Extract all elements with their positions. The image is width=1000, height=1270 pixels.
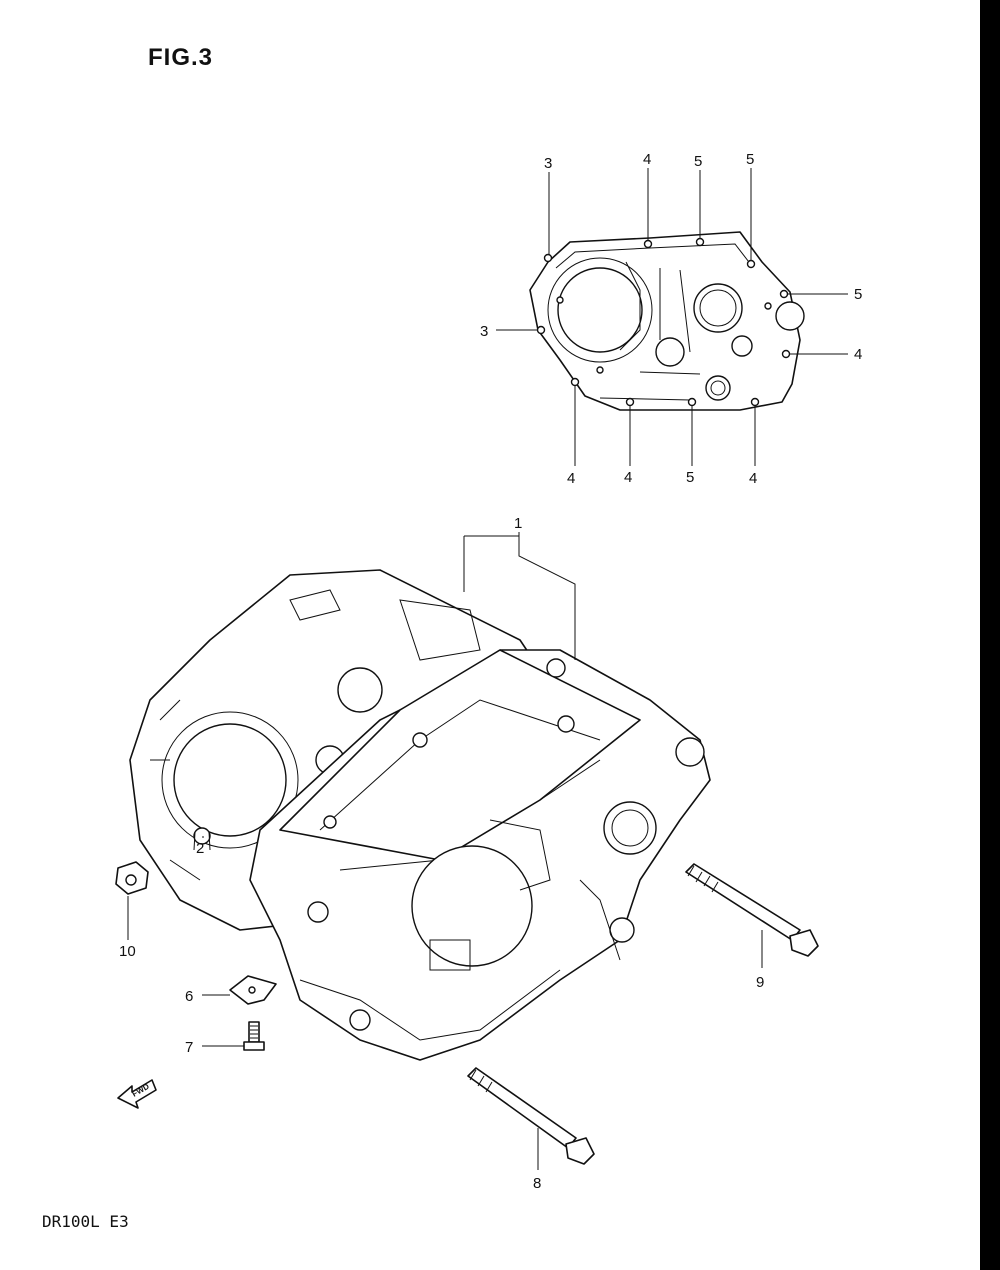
- callout-5: 5: [746, 151, 754, 168]
- scan-edge: [980, 0, 1000, 1270]
- model-code: DR100L E3: [42, 1212, 129, 1231]
- callout-1: 1: [514, 515, 522, 532]
- forward-arrow-icon: FWD: [117, 1079, 157, 1109]
- part-1-leader: [463, 532, 576, 660]
- callout-6: 6: [185, 988, 193, 1005]
- exploded-view-callouts: 1 2 6 7 8 9 10: [119, 515, 764, 1192]
- callout-2: 2: [196, 840, 204, 857]
- callout-4: 4: [854, 346, 862, 363]
- callout-3: 3: [544, 155, 552, 172]
- callout-10: 10: [119, 943, 136, 960]
- callout-8: 8: [533, 1175, 541, 1192]
- top-view-callouts: 3 4 5 5 5 3 4 4 4 5 4: [480, 151, 862, 487]
- plug-cap-part: [115, 861, 149, 940]
- figure-title: FIG.3: [148, 44, 214, 71]
- callout-3: 3: [480, 323, 488, 340]
- callout-5: 5: [686, 469, 694, 486]
- callout-5: 5: [854, 286, 862, 303]
- callout-4: 4: [749, 470, 757, 487]
- long-bolt-9-part: [685, 863, 819, 968]
- top-view-leaders: [496, 168, 848, 466]
- crankcase-assembly: [129, 569, 711, 1061]
- long-bolt-8-part: [467, 1067, 595, 1170]
- callout-5: 5: [694, 153, 702, 170]
- callout-9: 9: [756, 974, 764, 991]
- callout-4: 4: [624, 469, 632, 486]
- crankcase-half-top-view: [529, 231, 805, 411]
- callout-4: 4: [643, 151, 651, 168]
- callout-4: 4: [567, 470, 575, 487]
- small-bolt-part: [202, 1021, 265, 1051]
- plate-part: [202, 975, 277, 1005]
- callout-7: 7: [185, 1039, 193, 1056]
